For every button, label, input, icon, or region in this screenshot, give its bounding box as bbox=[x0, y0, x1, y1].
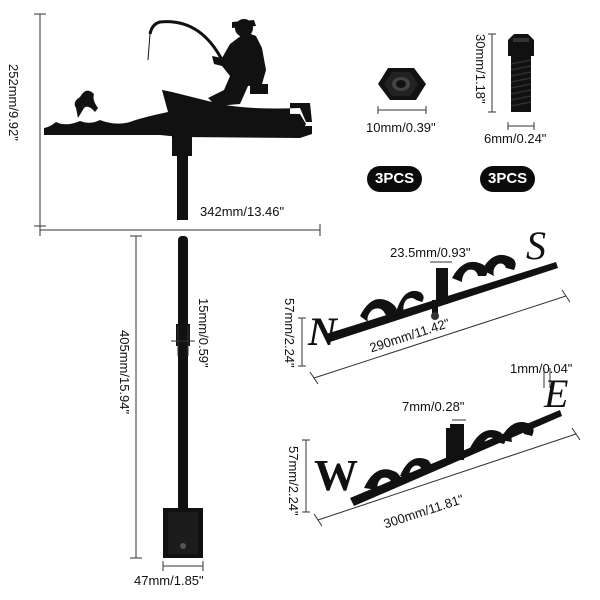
top-width-label: 342mm/13.46" bbox=[200, 204, 285, 219]
ns-length-dimension-line bbox=[313, 295, 567, 379]
pole-height-label: 405mm/15.94" bbox=[117, 330, 132, 415]
top-height-label: 252mm/9.92" bbox=[6, 64, 21, 141]
north-south-arrow-shape bbox=[326, 254, 558, 342]
west-letter: W bbox=[314, 451, 358, 500]
we-thickness-label: 1mm/0.04" bbox=[510, 361, 573, 376]
north-letter: N bbox=[308, 309, 337, 354]
nut-quantity-badge: 3PCS bbox=[367, 166, 423, 192]
south-letter: S bbox=[526, 223, 546, 268]
base-width-label: 47mm/1.85" bbox=[134, 573, 204, 588]
bolt-diameter-label: 6mm/0.24" bbox=[484, 131, 547, 146]
fisherman-weathervane-silhouette bbox=[44, 19, 312, 220]
fishing-line bbox=[147, 33, 151, 61]
ns-hub-label: 23.5mm/0.93" bbox=[390, 245, 471, 260]
pole-diameter-label: 15mm/0.59" bbox=[196, 298, 211, 368]
mounting-pole-shape bbox=[163, 236, 203, 558]
fishing-rod bbox=[148, 20, 224, 61]
we-hub-label: 7mm/0.28" bbox=[402, 399, 465, 414]
we-height-label: 57mm/2.24" bbox=[286, 446, 301, 516]
hex-bolt-shape bbox=[508, 34, 534, 112]
nut-size-label: 10mm/0.39" bbox=[366, 120, 436, 135]
we-length-dimension-line bbox=[317, 433, 577, 521]
west-east-arrow-shape bbox=[350, 410, 562, 506]
bolt-quantity-badge: 3PCS bbox=[480, 166, 536, 192]
bolt-length-label: 30mm/1.18" bbox=[473, 34, 488, 104]
hex-nut-shape bbox=[378, 68, 426, 100]
east-letter: E bbox=[544, 371, 569, 416]
ns-height-label: 57mm/2.24" bbox=[282, 298, 297, 368]
